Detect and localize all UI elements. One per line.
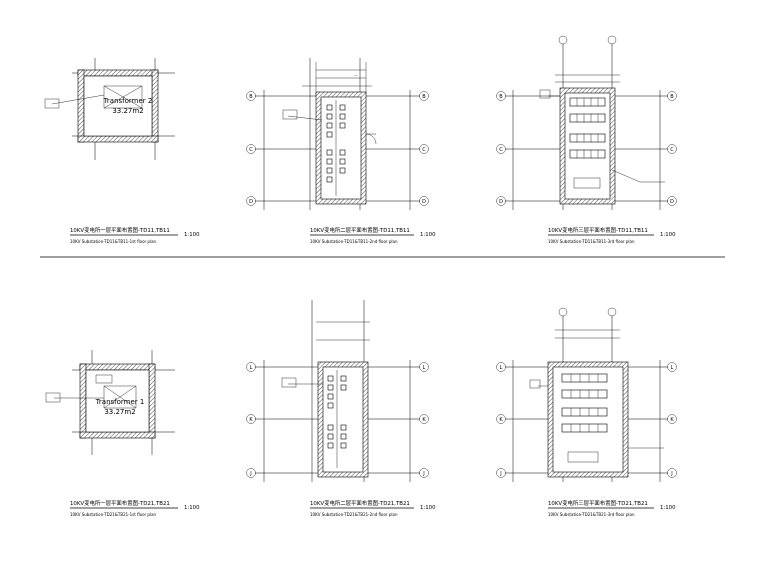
grid-label-right: K <box>422 417 426 423</box>
room-label: Transformer 2 <box>103 97 153 105</box>
plan-title-en: 10KV Substation-TD21&TB21-1st floor plan <box>70 512 157 517</box>
grid-label-left: C <box>249 147 253 153</box>
plan-scale: 1:100 <box>420 505 436 511</box>
grid-label-left: K <box>499 417 503 423</box>
plan-title-cn: 10KV变电所二层平面布置图-TD11,TB11 <box>310 226 410 234</box>
grid-label-right: J <box>422 471 424 477</box>
grid-label-left: L <box>500 365 503 371</box>
plan-title-cn: 10KV变电所一层平面布置图-TD11,TB11 <box>70 226 170 234</box>
grid-label-left: B <box>499 94 503 100</box>
plan-title-cn: 10KV变电所一层平面布置图-TD21,TB21 <box>70 499 170 507</box>
svg-text:—: — <box>354 73 358 77</box>
grid-label-right: C <box>670 147 674 153</box>
plan-td21-1f: Transformer 1 33.27m2 10KV变电所一层平面布置图-TD2… <box>45 350 200 517</box>
plan-drawing <box>45 350 175 455</box>
grid-label-left: L <box>250 365 253 371</box>
grid-label-right: B <box>422 94 426 100</box>
plan-scale: 1:100 <box>660 232 676 238</box>
grid-label-right: K <box>670 417 674 423</box>
plan-scale: 1:100 <box>184 232 200 238</box>
plan-drawing <box>255 300 420 482</box>
plan-scale: 1:100 <box>420 232 436 238</box>
grid-label-left: D <box>499 199 503 205</box>
plan-td21-2f: L K J L K J 10KV变电所二层平面布置图-TD21,TB21 10K… <box>246 300 436 517</box>
grid-label-right: L <box>423 365 426 371</box>
grid-label-left: J <box>499 471 501 477</box>
plan-title-cn: 10KV变电所三层平面布置图-TD11,TB11 <box>548 226 648 234</box>
grid-label-right: C <box>422 147 426 153</box>
plan-title-en: 10KV Substation-TD21&TB21-2nd floor plan <box>310 512 398 517</box>
room-area: 33.27m2 <box>112 107 143 115</box>
grid-label-left: B <box>249 94 253 100</box>
grid-label-right: L <box>671 365 674 371</box>
plan-drawing: — <box>255 58 420 210</box>
plan-td21-3f: L K J L K J 10KV变电所三层平面布置图-TD21,TB21 10K… <box>496 307 677 517</box>
grid-label-left: K <box>249 417 253 423</box>
grid-label-left: J <box>249 471 251 477</box>
plan-title-cn: 10KV变电所三层平面布置图-TD21,TB21 <box>548 499 648 507</box>
plan-title-en: 10KV Substation-TD11&TB11-1st floor plan <box>70 239 157 244</box>
plan-scale: 1:100 <box>660 505 676 511</box>
plan-td11-3f: B C D B C D 10KV变电所三层平面布置图-TD11,TB11 10K… <box>496 35 677 244</box>
plan-td11-1f: Transformer 2 33.27m2 10KV变电所一层平面布置图-TD1… <box>44 58 200 244</box>
plan-title-en: 10KV Substation-TD11&TB11-2nd floor plan <box>310 239 398 244</box>
plan-td11-2f: — <box>246 58 436 244</box>
grid-label-right: D <box>422 199 426 205</box>
plan-drawing <box>505 307 668 482</box>
grid-label-left: D <box>249 199 253 205</box>
plan-title-cn: 10KV变电所二层平面布置图-TD21,TB21 <box>310 499 410 507</box>
grid-label-right: J <box>670 471 672 477</box>
plan-drawing <box>44 58 175 160</box>
grid-label-left: C <box>499 147 503 153</box>
grid-label-right: B <box>670 94 674 100</box>
grid-label-right: D <box>670 199 674 205</box>
plan-title-en: 10KV Substation-TD21&TB21-3rd floor plan <box>548 512 635 517</box>
plan-title-en: 10KV Substation-TD11&TB11-3rd floor plan <box>548 239 635 244</box>
plan-scale: 1:100 <box>184 505 200 511</box>
plan-drawing <box>505 35 668 210</box>
room-area: 33.27m2 <box>104 408 135 416</box>
room-label: Transformer 1 <box>95 398 145 406</box>
